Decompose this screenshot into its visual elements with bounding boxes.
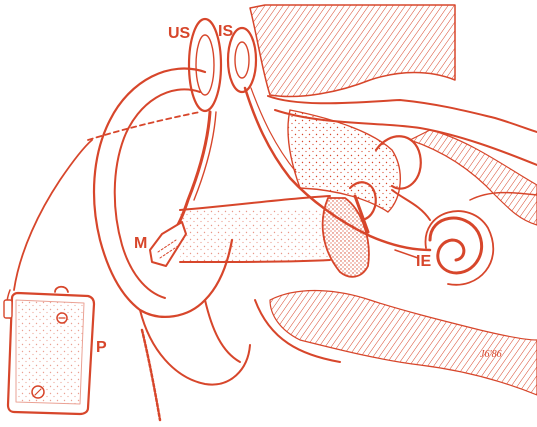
cochlea xyxy=(426,211,494,285)
earlobe xyxy=(140,310,250,385)
lower-ear-line xyxy=(205,300,240,362)
leader-ie xyxy=(395,250,418,258)
processor-cable xyxy=(14,140,92,290)
mic-arm-inner xyxy=(194,112,216,200)
ear-canal-top xyxy=(180,196,330,210)
mastoid-cells xyxy=(410,130,537,225)
label-m: M xyxy=(134,235,147,252)
artist-signature: J6'86 xyxy=(480,349,502,360)
label-ie: IE xyxy=(416,253,431,270)
braided-cable xyxy=(142,330,160,420)
speech-processor xyxy=(4,287,94,414)
label-is: IS xyxy=(218,23,233,40)
lower-bone xyxy=(270,291,537,395)
external-transmitter-coil xyxy=(189,19,221,111)
ear-canal-fill xyxy=(180,210,330,262)
temporal-bone xyxy=(250,5,455,97)
eardrum xyxy=(323,198,369,277)
hidden-lead xyxy=(88,112,200,140)
label-us: US xyxy=(168,25,191,42)
label-p: P xyxy=(96,339,107,356)
vestibule xyxy=(392,190,430,220)
